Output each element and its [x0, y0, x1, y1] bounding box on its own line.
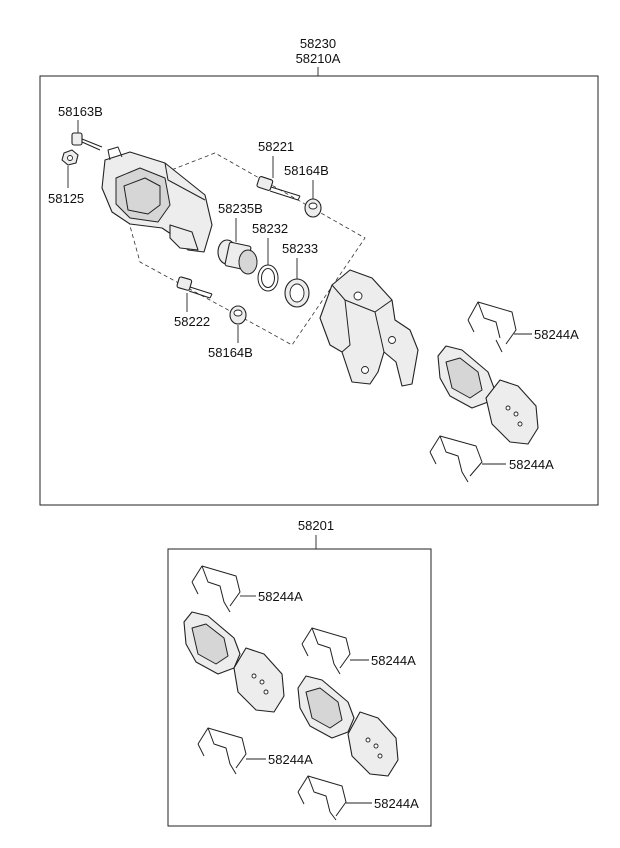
assembly-alt-part-number: 58210A: [296, 51, 341, 66]
label-piston: 58235B: [218, 201, 263, 216]
label-guide-pin-lower: 58222: [174, 314, 210, 329]
label-washer: 58125: [48, 191, 84, 206]
kit-pad-inner-left: [183, 611, 241, 675]
label-kit-clip-3: 58244A: [268, 752, 313, 767]
label-kit-clip-2: 58244A: [371, 653, 416, 668]
caliper-carrier: [319, 269, 419, 387]
label-piston-boot: 58233: [282, 241, 318, 256]
assembly-part-number: 58230: [300, 36, 336, 51]
kit-pad-inner-right: [297, 675, 355, 739]
kit-clip-2: [301, 627, 351, 675]
kit-clip-4: [297, 775, 347, 821]
kit-pad-outer-right: [347, 711, 399, 777]
washer: [61, 149, 79, 166]
label-clip-1: 58244A: [534, 327, 579, 342]
anti-rattle-clip-1: [467, 301, 517, 353]
label-kit-clip-4: 58244A: [374, 796, 419, 811]
kit-clip-3: [197, 727, 247, 775]
label-boot-upper: 58164B: [284, 163, 329, 178]
anti-rattle-clip-2: [429, 435, 483, 483]
kit-clip-1: [191, 565, 241, 613]
caliper-assembly-frame: [39, 75, 599, 506]
label-boot-lower: 58164B: [208, 345, 253, 360]
label-guide-pin-upper: 58221: [258, 139, 294, 154]
boot-upper: [304, 198, 322, 218]
label-bolt-upper: 58163B: [58, 104, 103, 119]
guide-pin-lower: [176, 276, 213, 299]
piston-boot: [284, 278, 310, 308]
piston-seal: [257, 264, 279, 292]
pad-kit-frame: [167, 548, 432, 827]
kit-pad-outer-left: [233, 647, 285, 713]
guide-pin-upper: [256, 176, 301, 201]
label-kit-clip-1: 58244A: [258, 589, 303, 604]
caliper-kit-outline: [119, 152, 366, 346]
caliper-housing: [101, 146, 213, 253]
piston: [217, 239, 258, 275]
boot-lower: [229, 305, 247, 325]
brake-pad-inner: [437, 345, 495, 409]
label-piston-seal: 58232: [252, 221, 288, 236]
bolt-upper: [71, 132, 103, 151]
brake-pad-outer: [485, 379, 539, 445]
label-clip-2: 58244A: [509, 457, 554, 472]
pad-kit-part-number: 58201: [298, 518, 334, 533]
